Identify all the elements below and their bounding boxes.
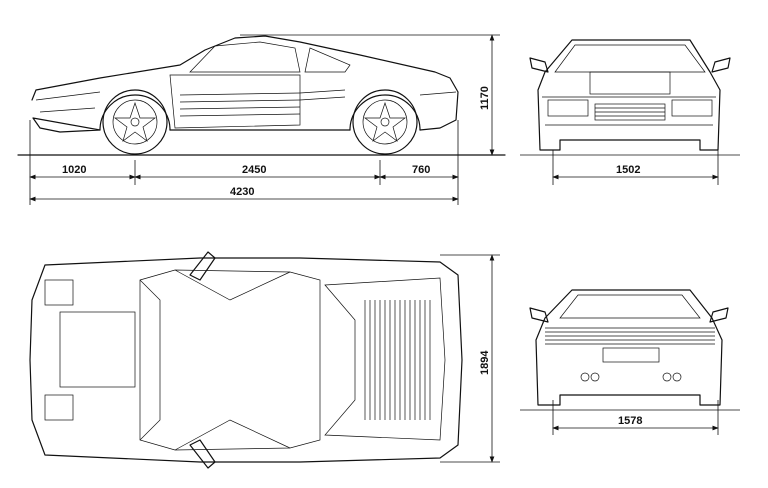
front-view: 1502 bbox=[520, 39, 740, 185]
front-wheel bbox=[102, 89, 168, 155]
rear-body-outline bbox=[535, 289, 723, 406]
front-body-outline bbox=[537, 39, 721, 151]
side-intake-strakes bbox=[179, 89, 346, 117]
front-dimension-lines bbox=[520, 150, 740, 185]
overall-length-label: 4230 bbox=[230, 186, 254, 198]
side-dimension-lines bbox=[29, 34, 500, 205]
rear-dimension-lines bbox=[520, 400, 740, 435]
side-body-outline bbox=[31, 35, 459, 133]
cabin-outline bbox=[139, 269, 321, 451]
rear-grille-louvres bbox=[545, 327, 715, 345]
side-windows bbox=[189, 41, 351, 73]
rear-overhang-label: 760 bbox=[412, 164, 430, 176]
side-mirrors bbox=[529, 57, 731, 73]
exhaust-pipes bbox=[580, 372, 682, 382]
front-right-panel bbox=[44, 394, 74, 421]
top-dimension-lines bbox=[440, 254, 500, 463]
windshield bbox=[554, 44, 706, 73]
top-mirrors bbox=[189, 251, 216, 469]
top-view: 1894 bbox=[29, 251, 500, 469]
license-plate bbox=[602, 347, 660, 363]
side-view: 1020 2450 760 4230 1170 bbox=[17, 34, 506, 205]
front-left-panel bbox=[44, 279, 74, 306]
front-grille bbox=[542, 96, 716, 126]
hood-panel bbox=[59, 311, 136, 388]
door-outline bbox=[169, 74, 301, 129]
engine-cover bbox=[324, 277, 446, 441]
engine-louvres bbox=[364, 300, 431, 420]
rear-wheel bbox=[352, 89, 418, 155]
overall-width-label: 1894 bbox=[479, 350, 491, 375]
rear-mirrors bbox=[529, 307, 729, 323]
height-label: 1170 bbox=[479, 86, 491, 110]
rear-track-label: 1578 bbox=[618, 415, 642, 427]
rear-window bbox=[559, 294, 701, 319]
windshield-lines bbox=[139, 269, 291, 451]
top-body-outline bbox=[29, 257, 463, 463]
front-overhang-label: 1020 bbox=[62, 164, 86, 176]
front-hood-panel bbox=[589, 71, 671, 95]
front-track-label: 1502 bbox=[616, 164, 640, 176]
wheelbase-label: 2450 bbox=[242, 164, 266, 176]
rear-view: 1578 bbox=[520, 289, 740, 435]
body-creases bbox=[35, 91, 457, 113]
